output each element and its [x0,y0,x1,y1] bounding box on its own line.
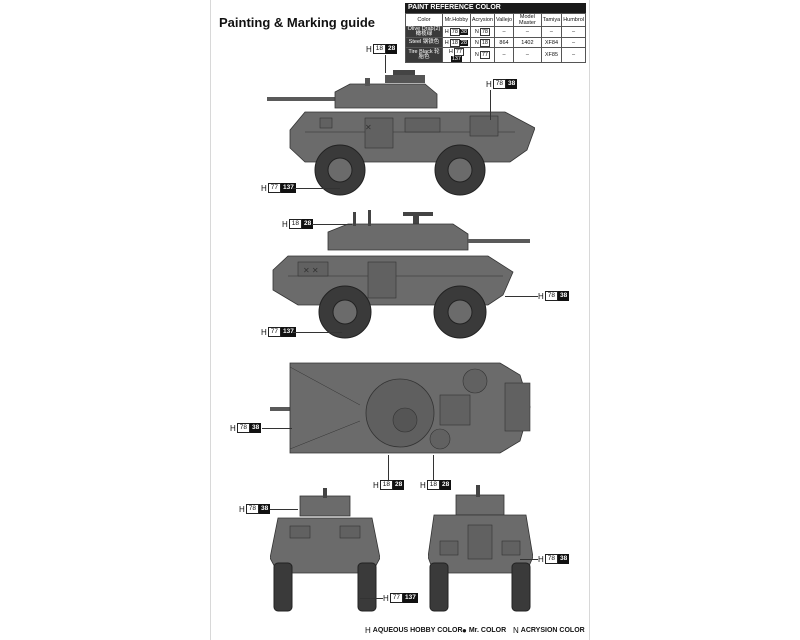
leader-line [520,559,538,560]
paint-reference-table: Color Mr.Hobby Acrysion Vallejo Model Ma… [405,13,586,63]
svg-text:✕ ✕: ✕ ✕ [303,266,319,275]
leader-line [262,428,292,429]
col-header: Acrysion [469,13,495,27]
col-header: Vallejo [493,13,515,27]
vallejo-code: – [493,47,515,63]
leader-line [505,296,538,297]
color-name: Tire Black 轮胎色 [405,47,443,63]
leader-line [270,509,298,510]
table-header-row: Color Mr.Hobby Acrysion Vallejo Model Ma… [405,13,586,27]
leader-line [385,55,386,73]
col-header: Tamiya [540,13,563,27]
tamiya-code: XF84 [540,37,563,48]
paint-table-heading: PAINT REFERENCE COLOR [405,3,586,13]
humbrol-code: – [561,37,586,48]
model-master-code: – [513,26,542,38]
humbrol-code: – [561,47,586,63]
vehicle-rear-view [428,485,533,612]
leader-line [490,90,491,120]
model-master-code: 1402 [513,37,542,48]
leader-line [292,188,340,189]
vehicle-right-side-view: ✕ ✕ [272,210,530,339]
vallejo-code: – [493,26,515,38]
tamiya-code: – [540,26,563,38]
vallejo-code: 864 [493,37,515,48]
col-header: Model Master [513,13,542,27]
leader-line [312,224,352,225]
page-title: Painting & Marking guide [219,15,376,30]
legend-mr-color: ●Mr. COLOR [462,626,507,635]
leader-line [433,455,434,480]
vehicle-top-view [270,362,531,454]
svg-text:✕: ✕ [365,123,372,132]
leader-line [292,332,342,333]
col-header: Color [405,13,443,27]
color-name: Olive Drab(2) 橄榄绿 [405,26,443,38]
tamiya-code: XF85 [540,47,563,63]
col-header: Mr.Hobby [441,13,471,27]
model-master-code: – [513,47,542,63]
vehicle-front-view [270,488,380,612]
color-name: Steel 钢铁色 [405,37,443,48]
col-header: Humbrol [561,13,586,27]
leader-line [360,598,383,599]
leader-line [388,455,389,480]
humbrol-code: – [561,26,586,38]
vehicle-left-side-view: ✕ [267,70,535,196]
